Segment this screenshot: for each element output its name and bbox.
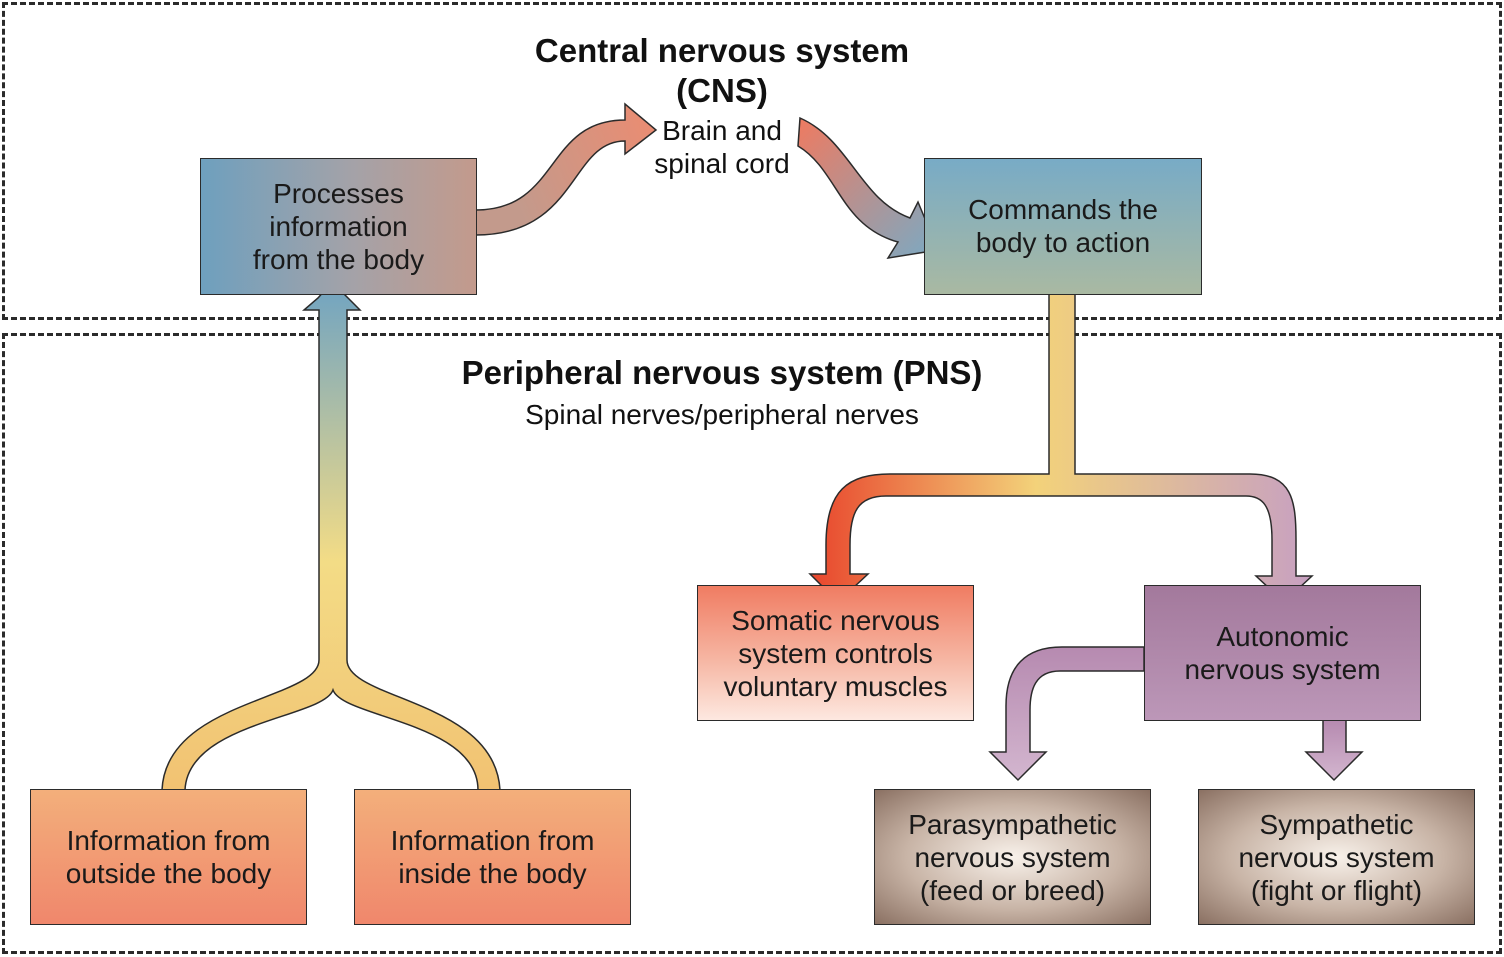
cns-subtitle: Brain and spinal cord bbox=[654, 115, 790, 179]
arrow-processes-to-cns bbox=[475, 102, 658, 236]
arrow-autonomic-to-parasympathetic bbox=[988, 646, 1145, 782]
parasympathetic-label: Parasympathetic nervous system (feed or … bbox=[908, 808, 1117, 906]
information-outside-label: Information from outside the body bbox=[65, 825, 272, 889]
arrow-commands-to-branches bbox=[808, 293, 1314, 604]
pns-subtitle: Spinal nerves/peripheral nerves bbox=[525, 399, 919, 430]
sympathetic-box: Sympathetic nervous system (fight or fli… bbox=[1198, 789, 1475, 925]
information-inside-box: Information from inside the body bbox=[354, 789, 631, 925]
pns-title: Peripheral nervous system (PNS) bbox=[461, 354, 983, 391]
information-inside-label: Information from inside the body bbox=[390, 825, 595, 889]
somatic-nervous-system-box: Somatic nervous system controls voluntar… bbox=[697, 585, 974, 721]
sympathetic-label: Sympathetic nervous system (fight or fli… bbox=[1238, 808, 1435, 906]
arrow-information-to-processes bbox=[161, 280, 501, 791]
arrow-cns-to-commands bbox=[797, 116, 940, 260]
arrow-autonomic-to-sympathetic bbox=[1304, 719, 1364, 782]
autonomic-nervous-system-label: Autonomic nervous system bbox=[1184, 621, 1381, 685]
commands-body-box: Commands the body to action bbox=[924, 158, 1202, 295]
cns-title: Central nervous system (CNS) bbox=[534, 32, 910, 109]
parasympathetic-box: Parasympathetic nervous system (feed or … bbox=[874, 789, 1151, 925]
autonomic-nervous-system-box: Autonomic nervous system bbox=[1144, 585, 1421, 721]
processes-information-box: Processes information from the body bbox=[200, 158, 477, 295]
information-outside-box: Information from outside the body bbox=[30, 789, 307, 925]
somatic-nervous-system-label: Somatic nervous system controls voluntar… bbox=[723, 604, 948, 702]
cns-region bbox=[2, 2, 1502, 320]
processes-information-label: Processes information from the body bbox=[252, 178, 425, 275]
commands-body-label: Commands the body to action bbox=[968, 194, 1158, 258]
pns-region bbox=[2, 333, 1502, 954]
